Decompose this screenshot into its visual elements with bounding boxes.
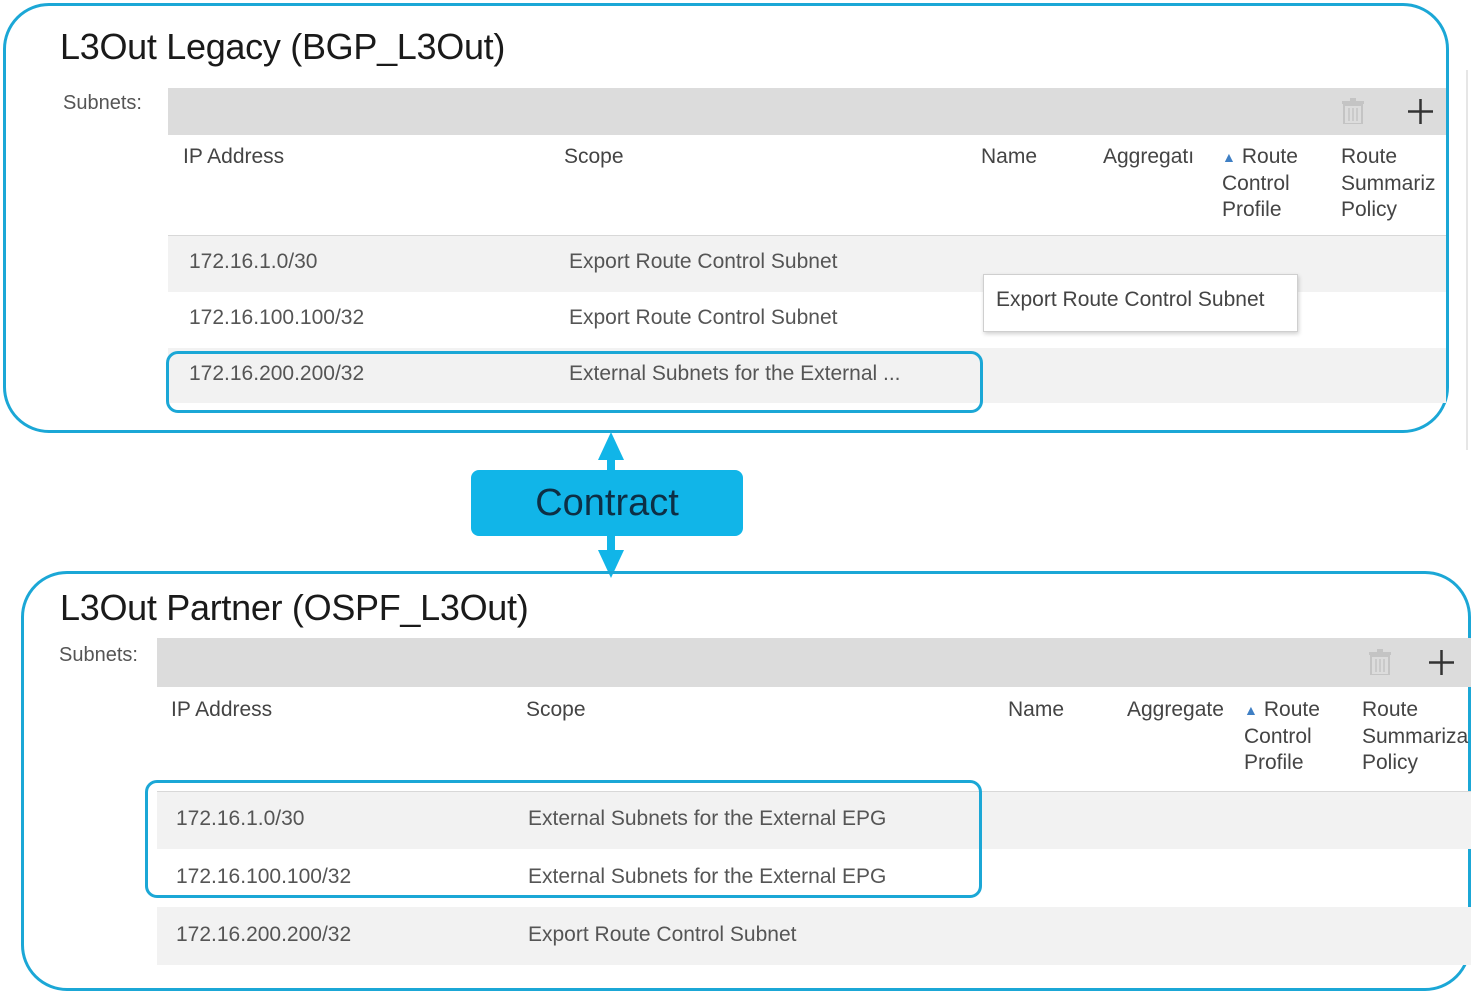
column-header-scope[interactable]: Scope xyxy=(526,698,586,721)
l3out-partner-panel xyxy=(21,571,1471,991)
table-row[interactable]: 172.16.200.200/32 External Subnets for t… xyxy=(168,348,1446,403)
column-header-scope[interactable]: Scope xyxy=(564,145,624,168)
contract-box: Contract xyxy=(471,470,743,536)
column-header-ip-address[interactable]: IP Address xyxy=(183,145,285,168)
header-divider xyxy=(157,791,1471,792)
ip-address-cell: 172.16.1.0/30 xyxy=(176,807,305,830)
ip-address-cell: 172.16.1.0/30 xyxy=(189,250,318,273)
column-header-aggregate[interactable]: Aggregate xyxy=(1127,698,1224,721)
subnets-label: Subnets: xyxy=(59,644,138,666)
scope-cell: Export Route Control Subnet xyxy=(528,923,797,946)
table-row[interactable]: 172.16.100.100/32 External Subnets for t… xyxy=(157,849,1471,907)
column-header-route-summarization-policy[interactable]: Route Summariza Policy xyxy=(1362,698,1469,774)
ip-address-cell: 172.16.100.100/32 xyxy=(189,306,365,329)
trash-icon[interactable] xyxy=(1342,98,1364,124)
column-header-route-summarization-policy[interactable]: Route Summariz Policy xyxy=(1341,145,1436,221)
plus-icon[interactable] xyxy=(1408,99,1433,124)
scope-cell: External Subnets for the External EPG xyxy=(528,807,887,830)
header-divider xyxy=(168,235,1446,236)
row-highlight-box xyxy=(166,351,983,413)
column-header-aggregate[interactable]: Aggregatı xyxy=(1103,145,1195,168)
table-row[interactable]: 172.16.200.200/32 Export Route Control S… xyxy=(157,907,1471,965)
ip-address-cell: 172.16.200.200/32 xyxy=(189,362,365,385)
scrollbar-edge xyxy=(1466,70,1468,450)
subnets-toolbar xyxy=(168,88,1446,135)
subnets-label: Subnets: xyxy=(63,92,142,114)
scope-cell: Export Route Control Subnet xyxy=(569,250,838,273)
rows-highlight-box xyxy=(145,780,982,898)
l3out-legacy-panel xyxy=(3,3,1449,433)
sort-ascending-icon: ▲ xyxy=(1244,702,1258,719)
column-header-name[interactable]: Name xyxy=(981,145,1038,168)
table-row[interactable]: 172.16.1.0/30 External Subnets for the E… xyxy=(157,792,1471,849)
scope-cell: External Subnets for the External ... xyxy=(569,362,901,385)
column-header-ip-address[interactable]: IP Address xyxy=(171,698,273,721)
panel-title: L3Out Partner (OSPF_L3Out) xyxy=(60,587,529,628)
plus-icon[interactable] xyxy=(1429,650,1454,675)
table-row[interactable]: 172.16.1.0/30 Export Route Control Subne… xyxy=(168,236,1446,292)
ip-address-cell: 172.16.200.200/32 xyxy=(176,923,352,946)
panel-title: L3Out Legacy (BGP_L3Out) xyxy=(60,26,506,67)
column-header-route-control-profile[interactable]: ▲Route Control Profile xyxy=(1244,698,1320,775)
sort-ascending-icon: ▲ xyxy=(1222,149,1236,166)
subnets-toolbar xyxy=(157,638,1471,687)
ip-address-cell: 172.16.100.100/32 xyxy=(176,865,352,888)
column-header-route-control-profile[interactable]: ▲Route Control Profile xyxy=(1222,145,1298,222)
scope-tooltip: Export Route Control Subnet xyxy=(983,274,1298,332)
column-header-name[interactable]: Name xyxy=(1008,698,1065,721)
trash-icon[interactable] xyxy=(1369,649,1391,675)
scope-cell: Export Route Control Subnet xyxy=(569,306,838,329)
scope-cell: External Subnets for the External EPG xyxy=(528,865,887,888)
table-row[interactable]: 172.16.100.100/32 Export Route Control S… xyxy=(168,292,1446,348)
